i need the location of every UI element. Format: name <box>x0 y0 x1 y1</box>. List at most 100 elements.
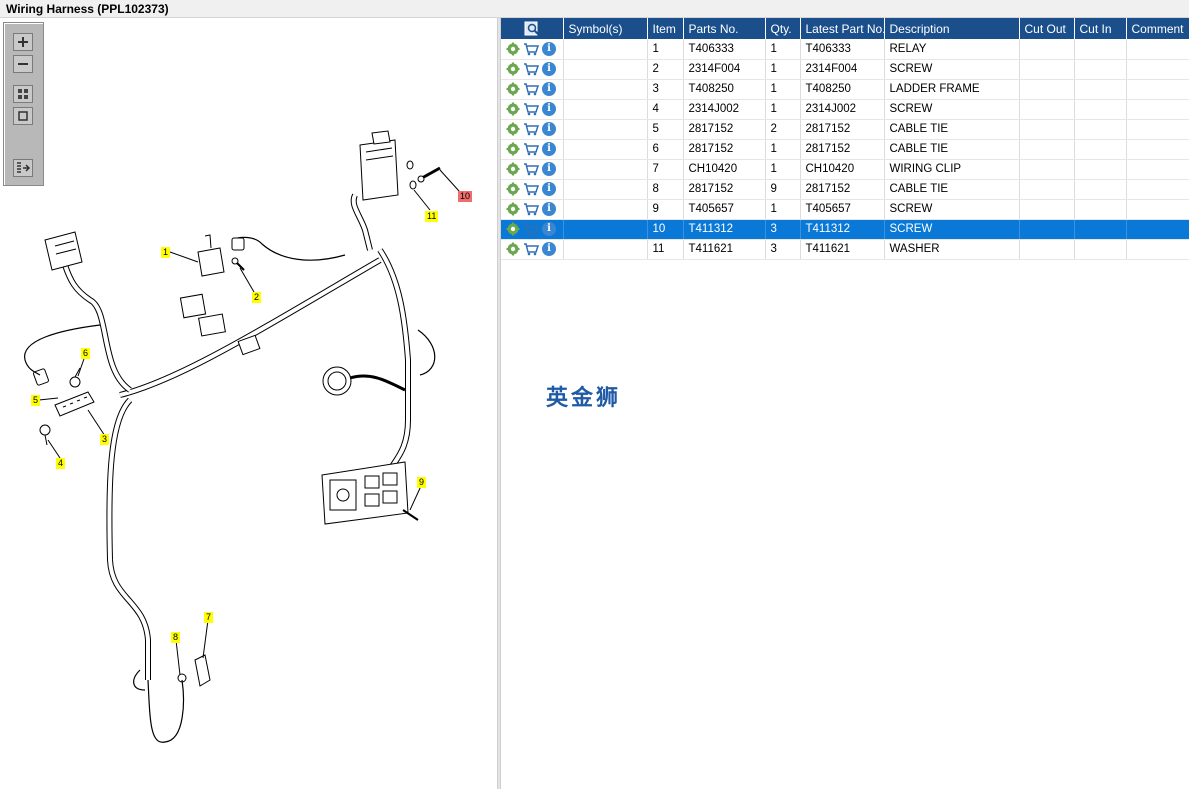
cart-icon[interactable] <box>523 142 539 156</box>
callout-6[interactable]: 6 <box>81 348 91 359</box>
gear-icon[interactable] <box>506 222 520 236</box>
row-actions-cell: i <box>501 99 564 120</box>
cart-icon[interactable] <box>523 182 539 196</box>
cell-item: 4 <box>647 99 684 120</box>
column-header-comment[interactable]: Comment <box>1126 18 1189 39</box>
cell-comment <box>1126 59 1189 80</box>
info-icon[interactable]: i <box>542 62 556 76</box>
gear-icon[interactable] <box>506 62 520 76</box>
cart-icon[interactable] <box>523 82 539 96</box>
info-icon[interactable]: i <box>542 102 556 116</box>
actual-size-button[interactable] <box>13 107 33 125</box>
cell-cut-in <box>1074 159 1127 180</box>
cart-icon[interactable] <box>523 42 539 56</box>
gear-icon[interactable] <box>506 142 520 156</box>
zoom-toolbox <box>3 22 44 186</box>
info-icon[interactable]: i <box>542 41 556 56</box>
pane-splitter[interactable] <box>497 18 501 789</box>
info-icon[interactable]: i <box>542 222 556 236</box>
cell-cut-out <box>1019 179 1075 200</box>
column-header-cut-in[interactable]: Cut In <box>1074 18 1127 39</box>
column-header-latest-part-no[interactable]: Latest Part No. <box>800 18 885 39</box>
toggle-list-button[interactable] <box>13 159 33 177</box>
cell-latest-part-no: 2817152 <box>800 179 885 200</box>
cart-icon[interactable] <box>523 62 539 76</box>
column-header-symbols[interactable]: Symbol(s) <box>563 18 648 39</box>
cell-qty: 1 <box>765 59 801 80</box>
cell-parts-no: 2314F004 <box>683 59 766 80</box>
column-header-item[interactable]: Item <box>647 18 684 39</box>
gear-icon[interactable] <box>506 242 520 256</box>
cell-qty: 1 <box>765 159 801 180</box>
info-icon[interactable]: i <box>542 242 556 256</box>
gear-icon[interactable] <box>506 82 520 96</box>
column-header-description[interactable]: Description <box>884 18 1020 39</box>
cell-description: WASHER <box>884 239 1020 260</box>
parts-table: Symbol(s) Item Parts No. Qty. Latest Par… <box>501 18 1189 260</box>
row-actions-cell: i <box>501 239 564 260</box>
info-icon[interactable]: i <box>542 82 556 96</box>
info-icon[interactable]: i <box>542 162 556 176</box>
cell-description: RELAY <box>884 39 1020 60</box>
cell-qty: 3 <box>765 219 801 240</box>
gear-icon[interactable] <box>506 102 520 116</box>
info-icon[interactable]: i <box>542 142 556 156</box>
gear-icon[interactable] <box>506 202 520 216</box>
fit-all-icon <box>18 89 28 99</box>
info-icon[interactable]: i <box>542 182 556 196</box>
zoom-in-button[interactable] <box>13 33 33 51</box>
table-header: Symbol(s) Item Parts No. Qty. Latest Par… <box>501 18 1189 39</box>
cell-cut-in <box>1074 39 1127 60</box>
zoom-out-icon <box>18 63 28 65</box>
wiring-harness-drawing[interactable] <box>0 18 497 789</box>
callout-5[interactable]: 5 <box>31 395 41 406</box>
diagram-pane[interactable]: 1 2 3 4 5 6 7 8 9 10 11 <box>0 18 497 789</box>
cart-icon[interactable] <box>523 102 539 116</box>
column-header-parts-no[interactable]: Parts No. <box>683 18 766 39</box>
callout-9[interactable]: 9 <box>417 477 427 488</box>
callout-2[interactable]: 2 <box>252 292 262 303</box>
cell-latest-part-no: 2817152 <box>800 119 885 140</box>
gear-icon[interactable] <box>506 182 520 196</box>
gear-icon[interactable] <box>506 162 520 176</box>
callout-3[interactable]: 3 <box>100 434 110 445</box>
cart-icon[interactable] <box>523 122 539 136</box>
cell-description: CABLE TIE <box>884 179 1020 200</box>
column-header-qty[interactable]: Qty. <box>765 18 801 39</box>
gear-icon[interactable] <box>506 42 520 56</box>
cell-parts-no: T411621 <box>683 239 766 260</box>
cart-icon[interactable] <box>523 162 539 176</box>
callout-1[interactable]: 1 <box>161 247 171 258</box>
window-title: Wiring Harness (PPL102373) <box>6 2 169 16</box>
column-header-actions[interactable] <box>501 18 564 39</box>
gear-icon[interactable] <box>506 122 520 136</box>
callout-8[interactable]: 8 <box>171 632 181 643</box>
column-header-cut-out[interactable]: Cut Out <box>1019 18 1075 39</box>
cell-qty: 2 <box>765 119 801 140</box>
info-icon[interactable]: i <box>542 122 556 136</box>
callout-10[interactable]: 10 <box>458 191 473 202</box>
cell-symbols <box>563 179 648 200</box>
cell-parts-no: T411312 <box>683 219 766 240</box>
cart-icon[interactable] <box>523 242 539 256</box>
zoom-out-button[interactable] <box>13 55 33 73</box>
cart-icon[interactable] <box>523 222 539 236</box>
fit-all-button[interactable] <box>13 85 33 103</box>
callout-11[interactable]: 11 <box>425 211 439 222</box>
callout-7[interactable]: 7 <box>204 612 214 623</box>
cart-icon[interactable] <box>523 202 539 216</box>
info-icon[interactable]: i <box>542 202 556 216</box>
callout-4[interactable]: 4 <box>56 458 66 469</box>
cell-comment <box>1126 99 1189 120</box>
